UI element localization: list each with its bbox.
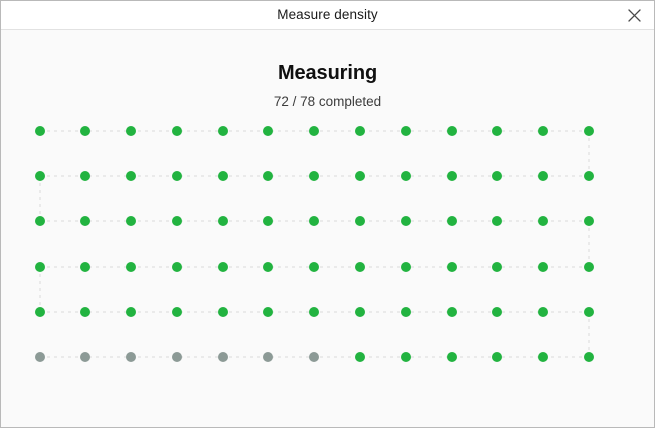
measurement-point-done[interactable]	[538, 125, 548, 136]
measurement-point-done[interactable]	[584, 215, 594, 226]
measurement-point-done[interactable]	[492, 125, 502, 136]
page-title: Measuring	[277, 62, 378, 84]
measurement-point-done[interactable]	[218, 125, 228, 136]
measurement-point-done[interactable]	[263, 215, 273, 226]
measurement-point-done[interactable]	[172, 261, 182, 272]
measurement-point-done[interactable]	[126, 306, 136, 317]
progress-status: 72 / 78 completed	[273, 94, 382, 109]
measurement-point-done[interactable]	[355, 170, 365, 181]
measurement-point-done[interactable]	[309, 261, 319, 272]
close-icon[interactable]	[623, 4, 645, 26]
measurement-point-done[interactable]	[172, 125, 182, 136]
measurement-point-done[interactable]	[126, 170, 136, 181]
measurement-point-done[interactable]	[263, 125, 273, 136]
measurement-point-done[interactable]	[447, 170, 457, 181]
measurement-point-done[interactable]	[35, 306, 45, 317]
window-title: Measure density	[277, 7, 378, 23]
measurement-point-done[interactable]	[401, 351, 411, 362]
measurement-point-done[interactable]	[492, 351, 502, 362]
measurement-point-done[interactable]	[401, 306, 411, 317]
measurement-point-done[interactable]	[447, 125, 457, 136]
measurement-point-done[interactable]	[80, 125, 90, 136]
measurement-point-done[interactable]	[584, 170, 594, 181]
measurement-point-done[interactable]	[538, 215, 548, 226]
measurement-point-done[interactable]	[447, 215, 457, 226]
measurement-point-done[interactable]	[538, 351, 548, 362]
measurement-point-done[interactable]	[401, 125, 411, 136]
measurement-point-pending[interactable]	[172, 351, 182, 362]
measurement-point-done[interactable]	[35, 261, 45, 272]
measurement-point-done[interactable]	[263, 170, 273, 181]
measurement-point-done[interactable]	[263, 306, 273, 317]
measurement-point-done[interactable]	[492, 170, 502, 181]
measurement-point-done[interactable]	[80, 261, 90, 272]
measurement-point-done[interactable]	[80, 215, 90, 226]
measurement-point-done[interactable]	[492, 306, 502, 317]
measurement-point-pending[interactable]	[309, 351, 319, 362]
window-titlebar: Measure density	[1, 1, 654, 30]
measurement-point-done[interactable]	[492, 215, 502, 226]
measurement-point-done[interactable]	[35, 125, 45, 136]
measurement-point-done[interactable]	[309, 170, 319, 181]
measurement-point-done[interactable]	[584, 125, 594, 136]
measurement-point-pending[interactable]	[35, 351, 45, 362]
measurement-point-done[interactable]	[355, 261, 365, 272]
measurement-point-done[interactable]	[126, 215, 136, 226]
measurement-point-done[interactable]	[401, 261, 411, 272]
measurement-point-done[interactable]	[309, 125, 319, 136]
measurement-point-done[interactable]	[172, 215, 182, 226]
measurement-point-done[interactable]	[355, 215, 365, 226]
measurement-point-done[interactable]	[584, 261, 594, 272]
measurement-point-done[interactable]	[263, 261, 273, 272]
measurement-point-done[interactable]	[447, 261, 457, 272]
measurement-point-done[interactable]	[447, 351, 457, 362]
measurement-point-done[interactable]	[80, 306, 90, 317]
measurement-point-done[interactable]	[80, 170, 90, 181]
measurement-point-done[interactable]	[218, 261, 228, 272]
measurement-point-done[interactable]	[538, 306, 548, 317]
measurement-point-done[interactable]	[401, 170, 411, 181]
measurement-point-done[interactable]	[172, 306, 182, 317]
measurement-point-pending[interactable]	[80, 351, 90, 362]
measurement-point-done[interactable]	[584, 306, 594, 317]
measurement-point-done[interactable]	[218, 215, 228, 226]
measurement-point-done[interactable]	[492, 261, 502, 272]
measurement-point-pending[interactable]	[263, 351, 273, 362]
measurement-point-done[interactable]	[309, 215, 319, 226]
measurement-dot-grid	[35, 125, 615, 371]
measurement-point-pending[interactable]	[126, 351, 136, 362]
measurement-point-done[interactable]	[401, 215, 411, 226]
measurement-point-done[interactable]	[538, 170, 548, 181]
measurement-point-done[interactable]	[309, 306, 319, 317]
measurement-point-done[interactable]	[447, 306, 457, 317]
measurement-point-done[interactable]	[218, 306, 228, 317]
measurement-point-done[interactable]	[126, 125, 136, 136]
measurement-point-done[interactable]	[355, 306, 365, 317]
measurement-point-done[interactable]	[35, 170, 45, 181]
measurement-point-done[interactable]	[172, 170, 182, 181]
measuring-panel: Measuring 72 / 78 completed	[1, 30, 654, 427]
measurement-point-done[interactable]	[126, 261, 136, 272]
measurement-point-done[interactable]	[538, 261, 548, 272]
measurement-point-done[interactable]	[355, 125, 365, 136]
measurement-point-done[interactable]	[218, 170, 228, 181]
serpentine-path	[39, 130, 590, 357]
measurement-point-pending[interactable]	[218, 351, 228, 362]
measurement-point-done[interactable]	[584, 351, 594, 362]
measurement-point-done[interactable]	[355, 351, 365, 362]
measurement-point-done[interactable]	[35, 215, 45, 226]
